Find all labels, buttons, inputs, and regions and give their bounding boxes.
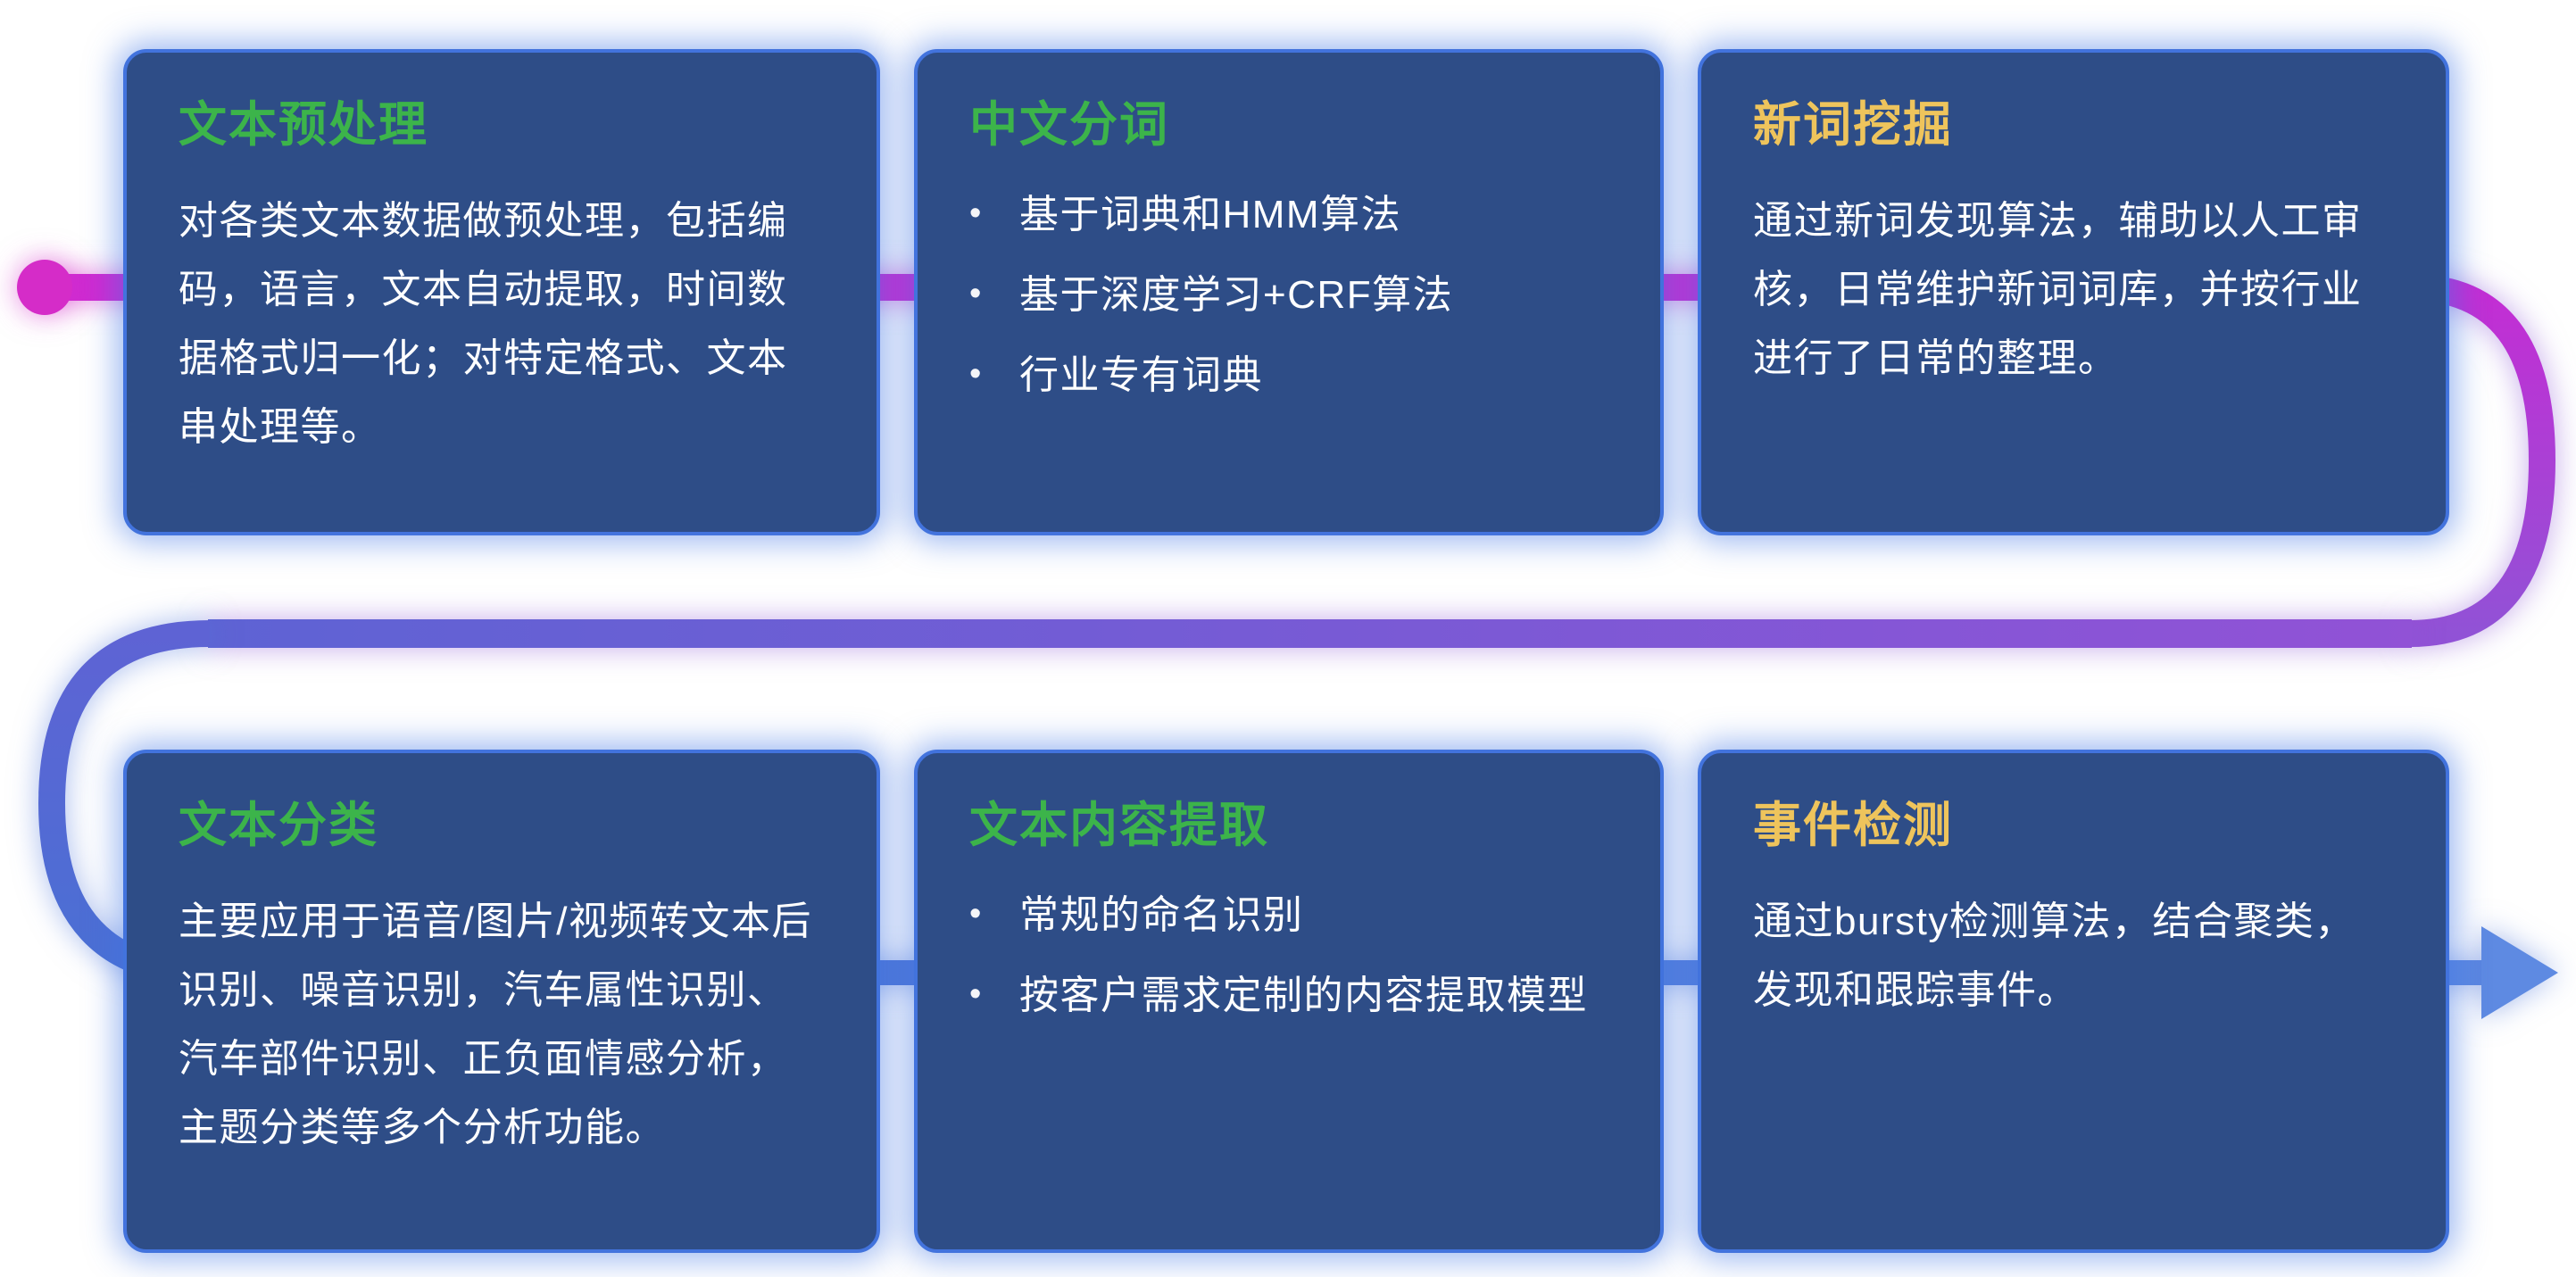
bullet-dot-icon: • xyxy=(969,195,983,233)
card-title: 文本预处理 xyxy=(179,98,428,152)
bullet-text: 常规的命名识别 xyxy=(1019,893,1304,938)
card-content-extraction: 文本内容提取 • 常规的命名识别 • 按客户需求定制的内容提取模型 xyxy=(914,750,1664,1253)
bullet-item: • 基于深度学习+CRF算法 xyxy=(969,267,1610,324)
card-new-word-mining: 新词挖掘 通过新词发现算法，辅助以人工审核，日常维护新词词库，并按行业进行了日常… xyxy=(1698,49,2449,535)
bullet-text: 行业专有词典 xyxy=(1019,352,1263,397)
bullet-dot-icon: • xyxy=(969,274,983,312)
card-title: 文本分类 xyxy=(179,799,378,852)
card-title: 文本内容提取 xyxy=(969,799,1269,852)
bullet-item: • 基于词典和HMM算法 xyxy=(969,187,1610,244)
card-text-classification: 文本分类 主要应用于语音/图片/视频转文本后识别、噪音识别，汽车属性识别、汽车部… xyxy=(123,750,880,1253)
card-chinese-segmentation: 中文分词 • 基于词典和HMM算法 • 基于深度学习+CRF算法 • 行业专有词… xyxy=(914,49,1664,535)
card-text-preprocessing: 文本预处理 对各类文本数据做预处理，包括编码，语言，文本自动提取，时间数据格式归… xyxy=(123,49,880,535)
bullet-item: • 按客户需求定制的内容提取模型 xyxy=(969,967,1610,1024)
bullet-dot-icon: • xyxy=(969,354,983,393)
card-body: 对各类文本数据做预处理，包括编码，语言，文本自动提取，时间数据格式归一化；对特定… xyxy=(179,199,788,450)
card-body: 通过bursty检测算法，结合聚类，发现和跟踪事件。 xyxy=(1753,900,2356,1013)
card-event-detection: 事件检测 通过bursty检测算法，结合聚类，发现和跟踪事件。 xyxy=(1698,750,2449,1253)
bullet-text: 基于深度学习+CRF算法 xyxy=(1019,272,1454,317)
card-bullet-list: • 基于词典和HMM算法 • 基于深度学习+CRF算法 • 行业专有词典 xyxy=(969,187,1610,403)
card-body: 通过新词发现算法，辅助以人工审核，日常维护新词词库，并按行业进行了日常的整理。 xyxy=(1753,199,2363,381)
card-body: 主要应用于语音/图片/视频转文本后识别、噪音识别，汽车属性识别、汽车部件识别、正… xyxy=(179,900,812,1150)
card-title: 事件检测 xyxy=(1753,799,1953,852)
card-title: 新词挖掘 xyxy=(1753,98,1953,152)
bullet-dot-icon: • xyxy=(969,895,983,933)
bullet-text: 基于词典和HMM算法 xyxy=(1019,193,1402,237)
bullet-text: 按客户需求定制的内容提取模型 xyxy=(1019,973,1588,1017)
bullet-item: • 常规的命名识别 xyxy=(969,887,1610,944)
card-title: 中文分词 xyxy=(969,98,1169,152)
flow-curve-right xyxy=(2409,274,2556,647)
flow-start-dot-icon xyxy=(17,260,72,315)
bullet-item: • 行业专有词典 xyxy=(969,347,1610,404)
bullet-dot-icon: • xyxy=(969,974,983,1013)
flow-arrow-icon xyxy=(2481,926,2558,1019)
card-bullet-list: • 常规的命名识别 • 按客户需求定制的内容提取模型 xyxy=(969,887,1610,1024)
